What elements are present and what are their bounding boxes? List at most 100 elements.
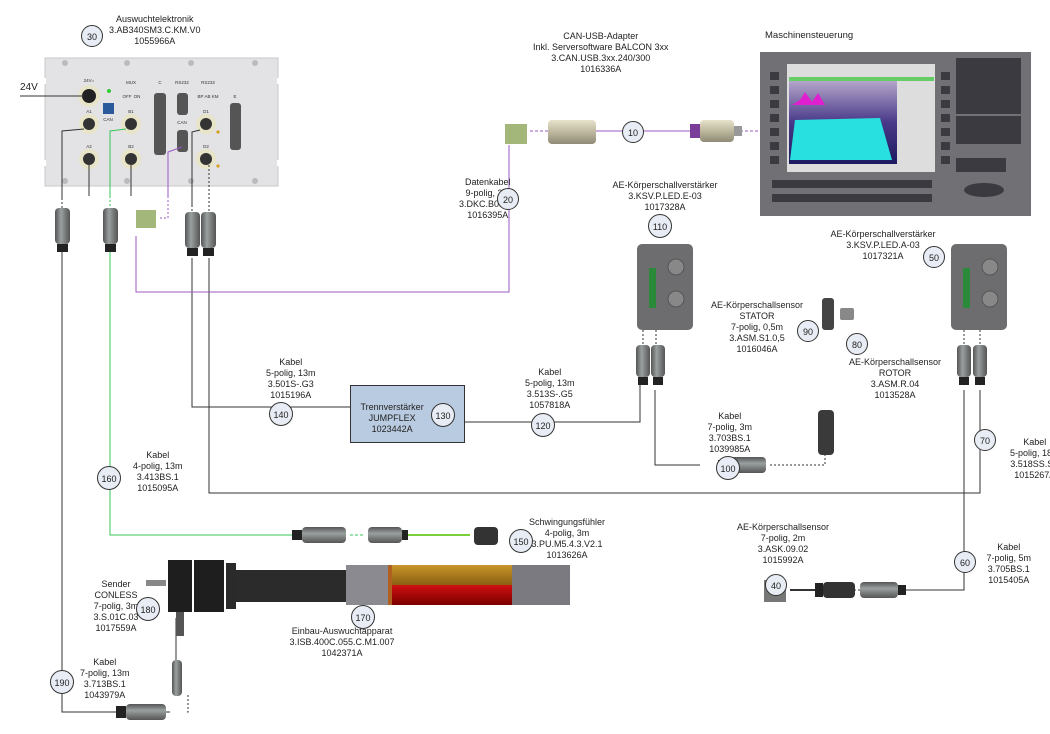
component-detail: 3.S.01C.03 [93,612,139,622]
component-detail: 7-polig, 3m [707,422,753,432]
component-title: AE-Körperschallverstärker [830,229,936,239]
position-badge-130: 130 [431,403,455,427]
position-badge-10: 10 [622,121,644,143]
svg-text:ON: ON [134,94,141,99]
amplifier-50 [951,244,1007,330]
svg-text:OFF: OFF [123,94,132,99]
component-title: Kabel [718,411,742,421]
position-badge-50: 50 [923,246,945,268]
svg-text:B1: B1 [128,109,134,114]
component-detail: 4-polig, 3m [544,528,590,538]
component-title: Kabel [93,657,117,667]
component-detail: 9-polig, 3m [465,188,511,198]
component-detail: CONLESS [94,590,138,600]
component-detail: 1015095A [137,483,179,493]
component-detail: 7-polig, 5m [986,553,1032,563]
svg-text:BP AB KM: BP AB KM [198,94,219,99]
power-label: 24V [20,82,38,93]
component-detail: 3.ASM.S1.0,5 [729,333,785,343]
svg-text:CAN: CAN [103,117,113,122]
component-title: AE-Körperschallverstärker [612,180,718,190]
component-detail: 5-polig, 18m [1010,448,1050,458]
position-badge-80: 80 [846,333,868,355]
position-badge-40: 40 [765,574,787,596]
component-title: AE-Körperschallsensor [737,522,830,532]
component-detail: 1015992A [762,555,804,565]
component-detail: 1016395A [467,210,509,220]
component-detail: 3.ASK.09.02 [757,544,809,554]
component-detail: 3.705BS.1 [987,564,1030,574]
component-detail: 1055966A [134,36,176,46]
component-detail: 3.KSV.P.LED.E-03 [628,191,702,201]
component-detail: 3.518SS.SP [1010,459,1050,469]
machine-control-label: Maschinensteuerung [765,30,854,41]
component-detail: 1039985A [709,444,751,454]
component-title: Schwingungsfühler [529,517,606,527]
component-detail: 3.DKC.B03.10 [459,199,517,209]
component-title: Einbau-Auswuchtapparat [291,626,393,636]
component-detail: 1015405A [988,575,1030,585]
svg-text:E: E [233,94,236,99]
amplifier-110 [637,244,693,330]
svg-text:A2: A2 [86,144,92,149]
component-detail: 1023442A [371,424,413,434]
svg-text:RS232: RS232 [175,80,189,85]
component-detail: 1042371A [321,648,363,658]
component-detail: 4-polig, 13m [133,461,183,471]
component-title: AE-Körperschallsensor [849,357,942,367]
component-title: Kabel [279,357,303,367]
position-badge-150: 150 [509,529,533,553]
component-detail: 3.713BS.1 [83,679,126,689]
component-detail: ROTOR [878,368,912,378]
component-detail: 1015267A [1014,470,1050,480]
component-detail: 3.CAN.USB.3xx.240/300 [551,53,651,63]
panel-labels: 24V= MUX OFF ON CAN A1 A2 B1 B2 C RS232 … [84,78,237,149]
position-badge-160: 160 [97,466,121,490]
svg-text:D1: D1 [203,109,209,114]
component-title: Kabel [146,450,170,460]
component-detail: 1043979A [84,690,126,700]
svg-text:RS232: RS232 [201,80,215,85]
component-detail: 3.513S-.G5 [526,389,573,399]
component-detail: 3.703BS.1 [708,433,751,443]
component-detail: 3.501S-.G3 [267,379,314,389]
svg-text:24V=: 24V= [84,78,95,83]
component-title: Kabel [1023,437,1047,447]
position-badge-120: 120 [531,413,555,437]
component-detail: 3.ISB.400C.055.C.M1.007 [289,637,395,647]
component-detail: 1013626A [546,550,588,560]
component-detail: JUMPFLEX [368,413,416,423]
component-detail: 7-polig, 2m [760,533,806,543]
position-badge-180: 180 [136,597,160,621]
position-badge-20: 20 [497,188,519,210]
vibration-sensor-150 [474,527,498,545]
component-title: CAN-USB-Adapter [563,31,639,41]
position-badge-70: 70 [974,429,996,451]
connector-plugs [55,120,987,720]
balancing-head-170 [146,560,570,636]
position-badge-100: 100 [716,456,740,480]
component-title: Auswuchtelektronik [116,14,194,24]
balancing-electronics-panel [40,57,283,187]
svg-text:D2: D2 [203,144,209,149]
component-detail: 1057818A [529,400,571,410]
component-detail: 3.AB340SM3.C.KM.V0 [109,25,201,35]
component-title: Kabel [997,542,1021,552]
component-detail: 1017328A [644,202,686,212]
component-detail: 7-polig, 3m [93,601,139,611]
component-detail: 1016336A [580,64,622,74]
